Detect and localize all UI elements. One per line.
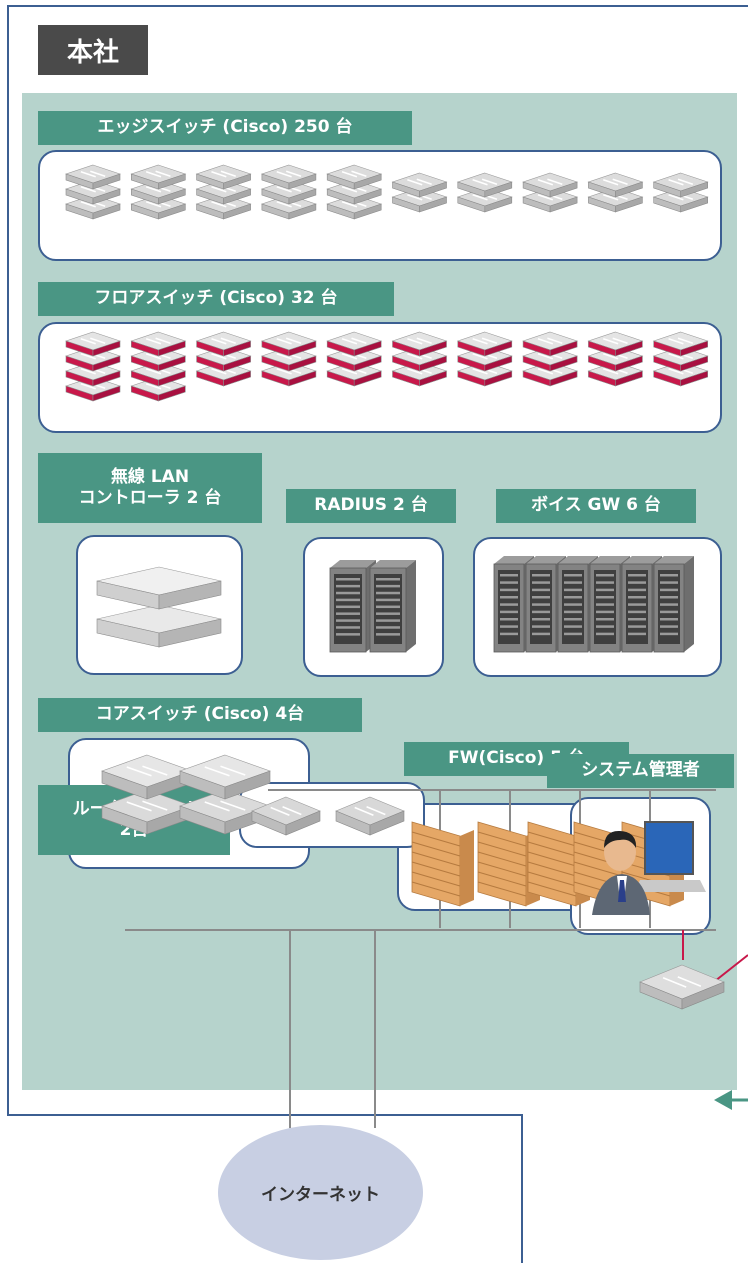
edge-switch-icon [260,164,317,190]
floor-switch-icon [522,331,579,357]
edge-switch-icon [130,164,187,190]
wlan-controller-label-line1: 無線 LAN [110,466,190,487]
edge-switch-icon [587,172,644,198]
radius-server-icon [369,560,416,653]
sysadmin-label: システム管理者 [547,754,734,788]
floor-switch-label: フロアスイッチ (Cisco) 32 台 [38,282,394,316]
floor-switch-icon [587,331,644,357]
wlan-controller-icon [96,566,222,610]
mgmt-switch-icon [639,964,725,1010]
floor-switch-icon [326,331,383,357]
router-icon [251,796,321,836]
edge-switch-icon [326,164,383,190]
sysadmin-arrow-icon [714,1090,732,1110]
edge-switch-icon [391,172,448,198]
floor-switch-icon [391,331,448,357]
radius-label: RADIUS 2 台 [286,489,456,523]
floor-switch-icon [260,331,317,357]
floor-switch-icon [65,331,121,357]
wlan-controller-label-line2: コントローラ 2 台 [78,488,222,508]
edge-switch-icon [65,164,121,190]
internet-cloud: インターネット [218,1125,423,1260]
core-switch-icon [179,754,271,800]
core-switch-label: コアスイッチ (Cisco) 4台 [38,698,362,732]
hq-title: 本社 [38,25,148,75]
sysadmin-person-icon [592,821,706,915]
voice-gw-label: ボイス GW 6 台 [496,489,696,523]
firewall-icon [411,821,474,907]
floor-switch-icon [195,331,252,357]
edge-switch-icon [652,172,709,198]
floor-switch-icon [130,331,187,357]
floor-switch-icon [652,331,709,357]
core-switch-icon [101,754,193,800]
voice-gw-server-icon [621,556,662,653]
edge-switch-icon [522,172,579,198]
edge-switch-label: エッジスイッチ (Cisco) 250 台 [38,111,412,145]
wlan-controller-icon [96,604,222,648]
voice-gw-server-icon [653,556,694,653]
edge-switch-icon [456,172,513,198]
floor-switch-icon [456,331,513,357]
router-icon [335,796,405,836]
internet-label: インターネット [261,1185,380,1205]
wlan-controller-label: 無線 LAN コントローラ 2 台 [38,453,262,523]
edge-switch-icon [195,164,252,190]
